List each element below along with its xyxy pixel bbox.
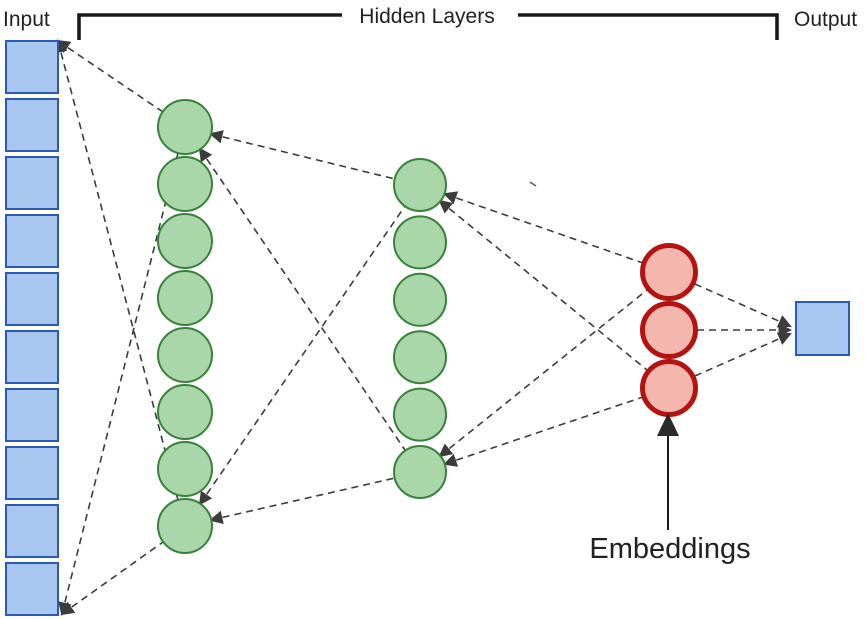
hidden2-node: [393, 445, 447, 499]
nodes-group: [5, 40, 850, 616]
pointer-arrowhead: [657, 413, 679, 436]
input-node: [5, 504, 59, 558]
hidden1-node: [157, 327, 213, 383]
connection-line: [198, 205, 406, 506]
embeddings-label: Embeddings: [589, 533, 750, 565]
connection-line: [443, 396, 644, 467]
embedding-node: [640, 301, 698, 359]
embedding-node: [640, 359, 698, 417]
connection-line: [438, 199, 648, 371]
embedding-node: [640, 243, 698, 301]
hidden1-node: [157, 384, 213, 440]
hidden1-node: [157, 498, 213, 554]
input-node: [5, 272, 59, 326]
connection-line: [694, 332, 792, 377]
bracket-label-mask: [342, 2, 518, 28]
hidden2-node: [393, 158, 447, 212]
connection-line: [198, 147, 406, 451]
hidden1-node: [157, 99, 213, 155]
input-node: [5, 214, 59, 268]
hidden2-node: [393, 387, 447, 442]
connections-group: [54, 39, 793, 616]
connection-line: [209, 477, 396, 525]
connection-line: [58, 152, 179, 616]
hidden1-node: [157, 213, 213, 269]
connection-line: [209, 130, 396, 180]
hidden-layers-label: Hidden Layers: [359, 5, 494, 28]
connection-line: [438, 289, 648, 458]
input-node: [5, 156, 59, 210]
input-node: [5, 446, 59, 500]
embeddings-pointer-arrow: [657, 413, 679, 530]
hidden1-node: [157, 441, 213, 497]
input-node: [5, 330, 59, 384]
hidden1-node: [157, 270, 213, 326]
hidden2-node: [393, 330, 447, 385]
output-node: [795, 301, 850, 356]
hidden2-node: [393, 272, 447, 327]
connection-line: [56, 39, 164, 113]
output-label: Output: [794, 8, 857, 31]
input-node: [5, 98, 59, 152]
input-node: [5, 562, 59, 616]
input-node: [5, 388, 59, 442]
artifact-dash: [529, 181, 537, 187]
connection-line: [694, 283, 792, 328]
hidden2-node: [393, 215, 447, 270]
connection-line: [60, 541, 164, 616]
connection-line: [443, 191, 644, 264]
hidden1-node: [157, 156, 213, 212]
input-label: Input: [3, 8, 50, 31]
input-node: [5, 40, 59, 94]
